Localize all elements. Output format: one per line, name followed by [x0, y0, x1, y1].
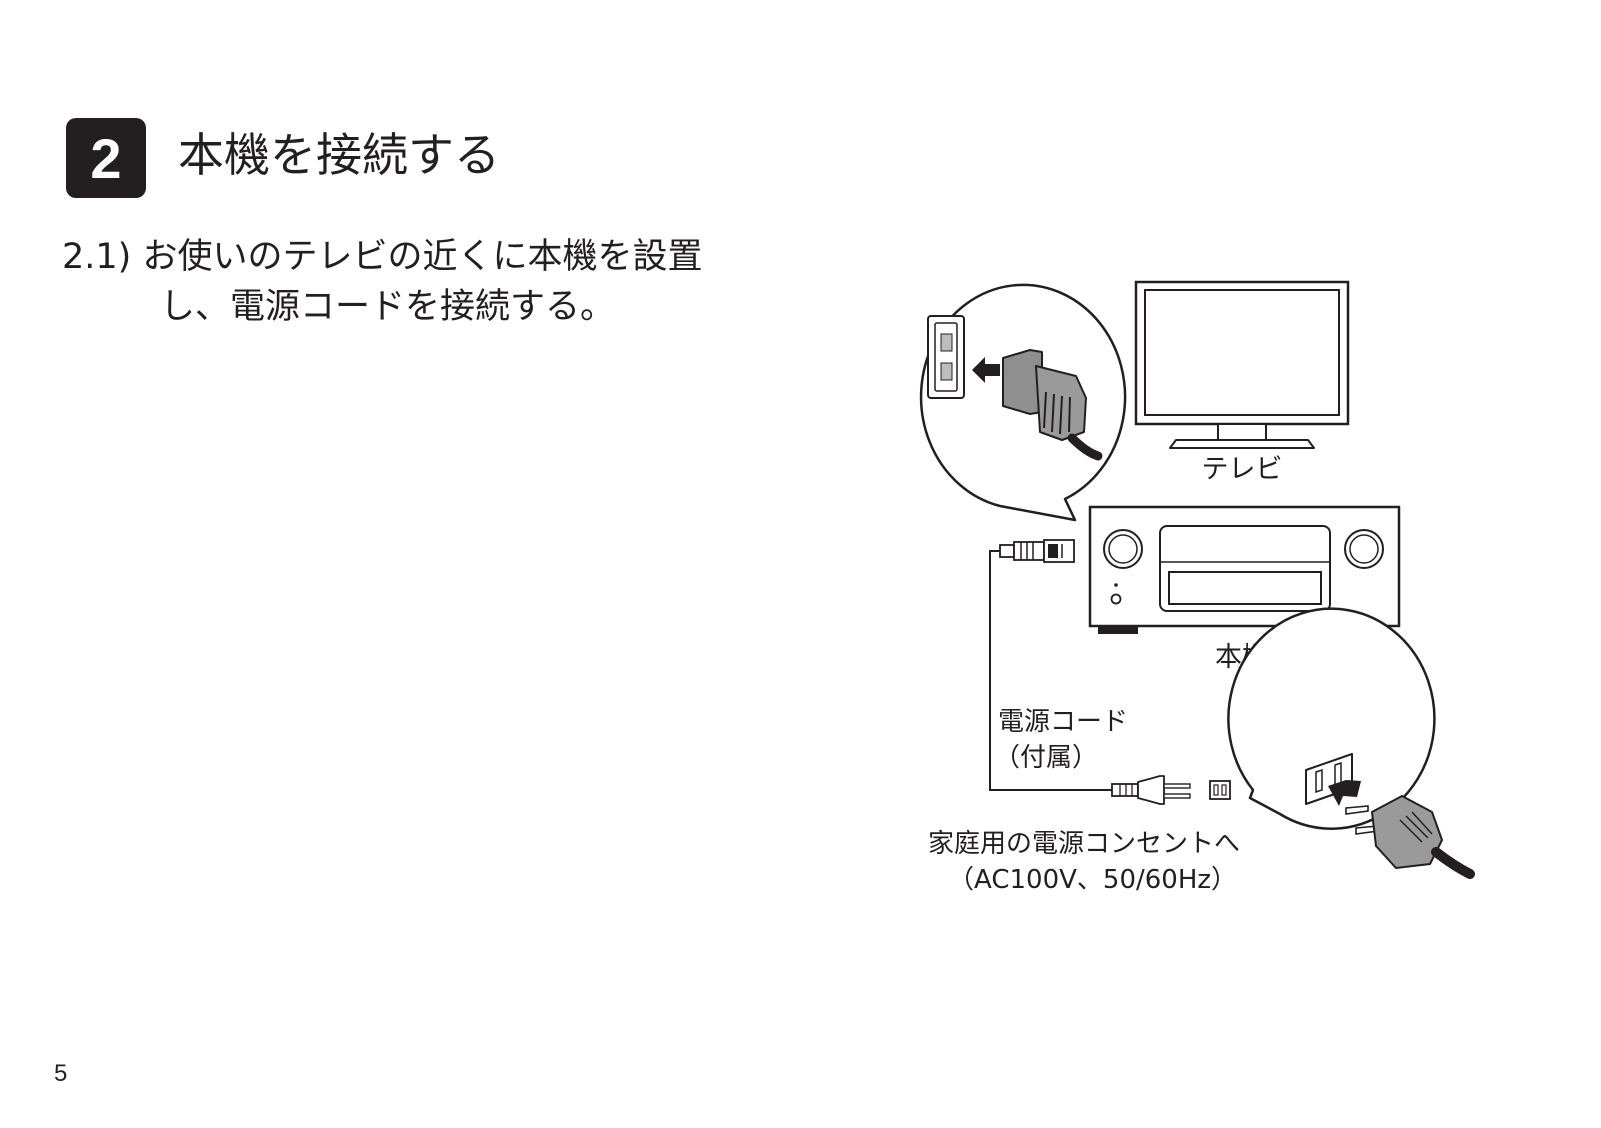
cord-label: 電源コード — [998, 707, 1128, 737]
av-receiver-icon — [1088, 505, 1401, 634]
outlet-closeup-bubble — [1227, 607, 1475, 879]
headphone-jack-icon — [1110, 593, 1122, 605]
insert-arrow-icon — [972, 357, 1000, 383]
inlet-closeup-bubble — [919, 283, 1127, 522]
left-knob-icon — [1103, 529, 1143, 569]
page-number: 5 — [54, 1060, 68, 1087]
instruction-line-1: 2.1) お使いのテレビの近くに本機を設置 — [62, 232, 822, 282]
small-outlet-icon — [1209, 780, 1231, 800]
iec-plug-icon — [1002, 349, 1103, 461]
insert-arrow-icon — [1328, 780, 1361, 806]
tv-label: テレビ — [1202, 454, 1283, 485]
outlet-voltage-label: （AC100V、50/60Hz） — [948, 865, 1237, 895]
cord-wall-plug-icon — [1111, 775, 1191, 805]
cord-included-label: （付属） — [994, 743, 1098, 773]
outlet-label: 家庭用の電源コンセントへ — [928, 829, 1240, 859]
television-icon — [1134, 280, 1350, 449]
section-title: 本機を接続する — [178, 128, 500, 182]
ac-inlet-socket-icon — [927, 315, 965, 399]
step-number-badge: 2 — [66, 118, 146, 198]
step-number: 2 — [90, 126, 122, 190]
power-cord — [989, 539, 1231, 805]
instruction-text-2: し、電源コードを接続する。 — [160, 287, 616, 327]
left-foot — [1098, 626, 1138, 634]
instruction-block: 2.1) お使いのテレビの近くに本機を設置 し、電源コードを接続する。 — [62, 232, 822, 332]
right-knob-icon — [1344, 529, 1384, 569]
wall-plug-icon — [1345, 795, 1475, 879]
cord-iec-connector-icon — [999, 539, 1075, 563]
instruction-text-1: お使いのテレビの近くに本機を設置 — [142, 237, 703, 277]
instruction-number: 2.1) — [62, 237, 132, 277]
